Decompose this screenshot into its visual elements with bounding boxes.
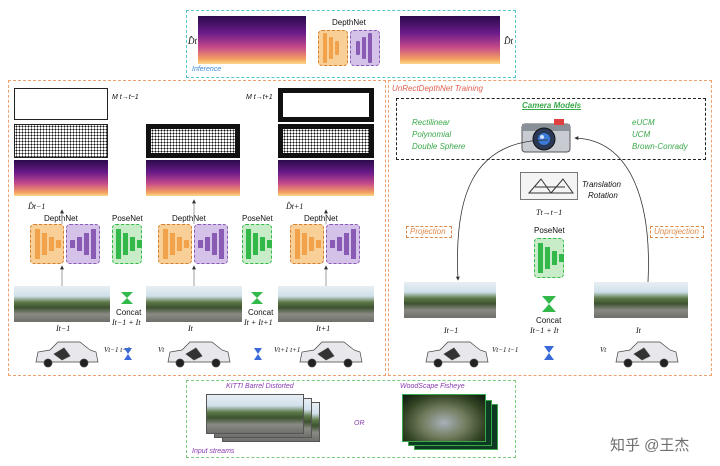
- decoder-bar: [70, 240, 75, 248]
- decoder-bar: [77, 237, 82, 251]
- encoder-bar: [177, 237, 182, 251]
- encoder-bar: [309, 237, 314, 251]
- posenet-bar: [552, 251, 557, 265]
- decoder-bar: [219, 229, 224, 259]
- posenet-bar: [260, 237, 265, 251]
- decoder-bar: [212, 233, 217, 255]
- car-wheel: [470, 359, 478, 367]
- encoder-bar: [316, 240, 321, 248]
- encoder-bar: [302, 233, 307, 255]
- posenet-bar: [559, 254, 564, 262]
- decoder-bar: [91, 229, 96, 259]
- car-wheel: [660, 359, 668, 367]
- posenet-bar: [538, 243, 543, 273]
- decoder-bar: [330, 240, 335, 248]
- encoder-bar: [184, 240, 189, 248]
- encoder-bar: [163, 229, 168, 259]
- encoder-bar: [35, 229, 40, 259]
- decoder-bar: [351, 229, 356, 259]
- car-wheel: [344, 359, 352, 367]
- decoder-bar: [84, 233, 89, 255]
- car-wheel: [44, 359, 52, 367]
- posenet-bar: [253, 233, 258, 255]
- encoder-bar: [56, 240, 61, 248]
- posenet-bar: [130, 237, 135, 251]
- posenet-bar: [267, 240, 272, 248]
- encoder-bar: [295, 229, 300, 259]
- encoder-bar: [42, 233, 47, 255]
- encoder-bar: [49, 237, 54, 251]
- decoder-bar: [205, 237, 210, 251]
- decoder-bar: [344, 233, 349, 255]
- car-wheel: [624, 359, 632, 367]
- decoder-bar: [337, 237, 342, 251]
- posenet-bar: [246, 229, 251, 259]
- decoder-bar: [198, 240, 203, 248]
- car-wheel: [176, 359, 184, 367]
- car-wheel: [212, 359, 220, 367]
- posenet-bar: [137, 240, 142, 248]
- car-wheel: [434, 359, 442, 367]
- posenet-bar: [116, 229, 121, 259]
- posenet-bar: [123, 233, 128, 255]
- encoder-bar: [170, 233, 175, 255]
- car-wheel: [308, 359, 316, 367]
- posenet-bar: [545, 247, 550, 269]
- car-wheel: [80, 359, 88, 367]
